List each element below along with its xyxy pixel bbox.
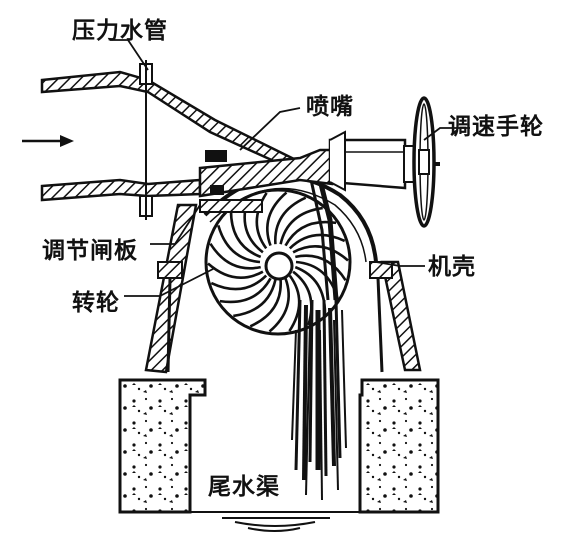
nozzle-assembly — [198, 130, 440, 198]
leader-lines — [110, 39, 470, 297]
water-streak — [294, 299, 302, 471]
runner-bucket — [210, 274, 268, 291]
water-streak — [319, 329, 323, 501]
label-control-gate: 调节闸板 — [42, 238, 138, 264]
water-streak — [308, 299, 314, 463]
water-streak — [305, 319, 311, 496]
label-tailrace: 尾水渠 — [208, 474, 280, 500]
tailrace-water — [222, 517, 330, 532]
runner-bucket — [207, 262, 264, 279]
speed-handwheel-wheel — [412, 96, 436, 228]
runner-bucket — [274, 196, 307, 245]
label-penstock: 压力水管 — [72, 18, 168, 44]
housing-left-wall — [144, 203, 198, 374]
falling-water — [291, 299, 347, 501]
water-streak — [302, 304, 308, 481]
runner-bucket — [292, 270, 313, 326]
runner-bucket — [229, 210, 262, 259]
label-casing: 机壳 — [428, 254, 476, 280]
runner-bucket — [255, 192, 268, 250]
leader-handwheel — [423, 127, 470, 141]
runner-bucket — [266, 191, 288, 247]
runner-bucket — [292, 245, 349, 262]
leader-control-gate — [150, 204, 201, 245]
foundation-right — [358, 378, 440, 514]
water-streak — [334, 299, 342, 459]
flow-arrow — [22, 135, 74, 147]
label-runner: 转轮 — [72, 290, 120, 316]
housing-right-wall — [369, 260, 422, 373]
label-nozzle: 喷嘴 — [306, 94, 354, 120]
leader-penstock — [110, 39, 149, 71]
water-streak — [341, 309, 347, 449]
water-streak — [333, 319, 339, 491]
water-streak — [322, 299, 328, 477]
control-gate-plate — [199, 199, 263, 213]
runner-bucket — [288, 233, 346, 250]
foundation-left — [118, 378, 207, 514]
runner-bucket — [268, 277, 290, 333]
runner-bucket — [233, 279, 277, 318]
runner-bucket — [249, 279, 282, 328]
leader-runner — [124, 267, 216, 297]
runner-bucket — [219, 277, 272, 304]
leader-casing — [375, 261, 425, 267]
runner-hub — [264, 251, 294, 281]
runner-bucket — [217, 225, 261, 264]
runner-bucket — [209, 243, 261, 270]
water-streak — [328, 307, 336, 467]
leader-nozzle — [239, 107, 301, 151]
label-speed-handwheel: 调速手轮 — [448, 114, 544, 140]
water-streak — [291, 329, 297, 441]
